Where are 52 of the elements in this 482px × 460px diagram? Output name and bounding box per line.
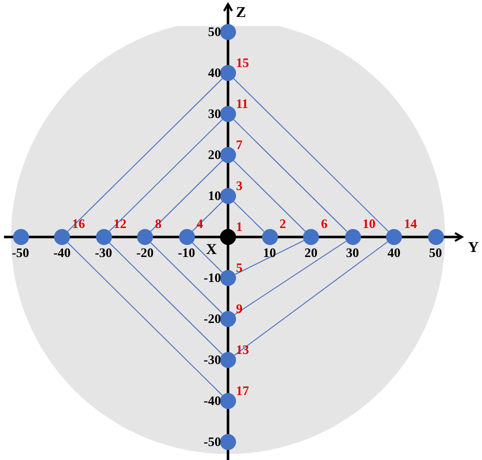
tick-label: 20 (208, 148, 221, 162)
tick-label: 10 (208, 189, 221, 203)
tick-label: -50 (204, 435, 221, 449)
tick-label: -40 (204, 394, 221, 408)
connector-line (233, 160, 306, 232)
point-marker (220, 24, 236, 40)
tick-label: 50 (428, 246, 443, 260)
axis-label: Z (236, 5, 246, 21)
tick-label: -20 (136, 246, 154, 260)
point-number: 10 (362, 217, 376, 231)
point-number: 3 (236, 179, 242, 193)
point-number: 15 (236, 56, 249, 70)
connector-line (234, 240, 346, 316)
connector-line (233, 119, 348, 232)
point-number: 17 (236, 384, 249, 398)
tick-label: -30 (94, 246, 112, 260)
tick-label: 40 (208, 66, 221, 80)
tick-label: 10 (262, 246, 277, 260)
connector-line (108, 119, 223, 232)
point-number: 11 (236, 97, 248, 111)
connector-line (234, 241, 388, 356)
tick-label: 50 (208, 25, 221, 39)
tick-label: 20 (304, 246, 318, 260)
axis-label: Y (468, 240, 479, 256)
connector-line (67, 242, 223, 396)
tick-label: -10 (178, 246, 196, 260)
connector-line (233, 201, 264, 232)
point-number: 12 (114, 217, 126, 231)
point-number: 2 (280, 217, 286, 231)
point-number: 6 (321, 217, 328, 231)
tick-label: 30 (345, 246, 360, 260)
tick-label: -50 (12, 246, 30, 260)
connector-line (234, 240, 304, 275)
connector-line (150, 242, 223, 314)
point-number: 14 (404, 217, 417, 231)
tick-label: -20 (204, 312, 221, 326)
connector-line (233, 78, 389, 232)
tick-label: 40 (386, 246, 402, 260)
point-number: 1 (236, 220, 242, 234)
tick-label: -40 (53, 246, 71, 260)
axis-label: X (206, 242, 217, 258)
tick-label: -30 (204, 353, 221, 367)
connector-line (150, 160, 223, 232)
point-number: 16 (72, 217, 85, 231)
connector-line (108, 242, 223, 355)
point-number: 5 (236, 261, 242, 275)
tick-label: -10 (204, 271, 221, 285)
connector-line (192, 242, 223, 273)
connector-line (192, 201, 223, 232)
connector-line (67, 78, 223, 232)
tick-label: 30 (208, 107, 221, 121)
point-number: 7 (236, 138, 242, 152)
